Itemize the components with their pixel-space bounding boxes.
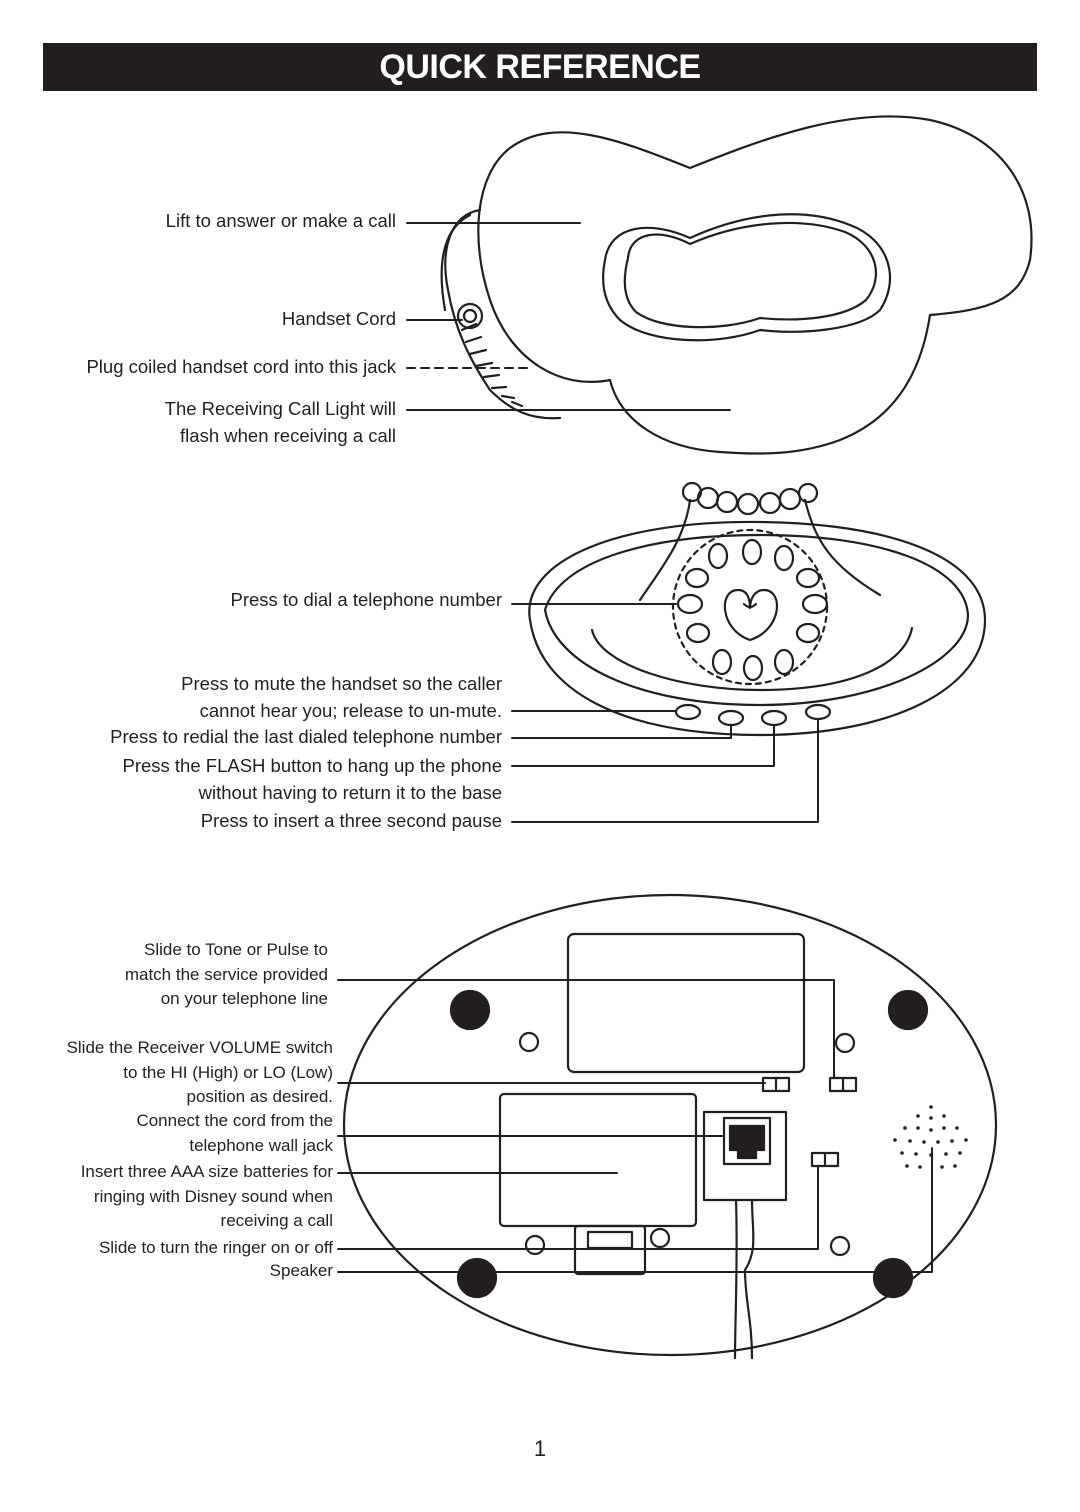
label-line: Slide the Receiver VOLUME switch bbox=[66, 1038, 333, 1057]
label-line: Press to dial a telephone number bbox=[230, 589, 502, 610]
label-line: receiving a call bbox=[220, 1211, 333, 1230]
label-line: Insert three AAA size batteries for bbox=[80, 1162, 333, 1181]
pearl-necklace bbox=[681, 481, 819, 516]
phone-base-outline bbox=[528, 520, 987, 737]
function-buttons bbox=[674, 703, 832, 727]
label-line: The Receiving Call Light will bbox=[164, 398, 396, 419]
phone-front-drawing bbox=[440, 115, 1033, 737]
keypad-keys bbox=[676, 538, 829, 682]
label-line: Speaker bbox=[269, 1261, 333, 1280]
handset-inner-heart bbox=[602, 213, 892, 342]
label-line: Handset Cord bbox=[281, 308, 396, 329]
label-pause: Press to insert a three second pause bbox=[201, 808, 502, 835]
page-title: QUICK REFERENCE bbox=[379, 47, 701, 86]
label-mute: Press to mute the handset so the caller … bbox=[181, 671, 502, 724]
phone-base-rim bbox=[543, 533, 970, 707]
label-handset-cord: Handset Cord bbox=[282, 306, 396, 333]
quick-reference-header: QUICK REFERENCE bbox=[43, 43, 1037, 91]
label-line: Lift to answer or make a call bbox=[165, 210, 396, 231]
battery-compartment bbox=[498, 1092, 698, 1228]
base-callout-lines bbox=[337, 979, 933, 1273]
foot-bottom-right bbox=[872, 1257, 914, 1299]
label-line: without having to return it to the base bbox=[198, 781, 502, 803]
label-line: cannot hear you; release to un-mute. bbox=[199, 699, 502, 721]
top-compartment bbox=[566, 932, 806, 1074]
label-flash: Press the FLASH button to hang up the ph… bbox=[122, 753, 502, 806]
phone-neck-right bbox=[803, 498, 882, 597]
phone-neck-left bbox=[638, 498, 692, 602]
phone-bottom-drawing bbox=[342, 893, 998, 1360]
label-batteries: Insert three AAA size batteries for ring… bbox=[81, 1160, 333, 1234]
label-ringer: Slide to turn the ringer on or off bbox=[99, 1236, 333, 1261]
label-line: Press to redial the last dialed telephon… bbox=[110, 726, 502, 747]
handset-inner-rim bbox=[623, 221, 877, 329]
page-number: 1 bbox=[533, 1436, 547, 1461]
label-lift-handset: Lift to answer or make a call bbox=[166, 208, 396, 235]
label-line: Press to insert a three second pause bbox=[200, 810, 502, 831]
label-receiving-light: The Receiving Call Light will flash when… bbox=[165, 396, 396, 449]
label-wall-jack: Connect the cord from the telephone wall… bbox=[136, 1109, 333, 1158]
label-line: Plug coiled handset cord into this jack bbox=[86, 356, 396, 377]
label-line: to the HI (High) or LO (Low) bbox=[123, 1062, 333, 1082]
label-line: Slide to turn the ringer on or off bbox=[98, 1238, 333, 1257]
label-tone-pulse: Slide to Tone or Pulse to match the serv… bbox=[125, 938, 328, 1012]
foot-top-left bbox=[449, 989, 491, 1031]
phone-base-inner-curve bbox=[590, 626, 914, 692]
cord-jack bbox=[456, 302, 484, 330]
keypad-heart-button bbox=[723, 588, 779, 642]
label-line: Slide to Tone or Pulse to bbox=[144, 940, 328, 959]
label-line: telephone wall jack bbox=[189, 1135, 333, 1155]
foot-top-right bbox=[887, 989, 929, 1031]
label-line: flash when receiving a call bbox=[180, 424, 396, 446]
cord-coils bbox=[460, 322, 524, 408]
label-redial: Press to redial the last dialed telephon… bbox=[110, 724, 502, 751]
label-cord-jack: Plug coiled handset cord into this jack bbox=[86, 354, 396, 381]
label-line: ringing with Disney sound when bbox=[93, 1186, 333, 1206]
foot-bottom-left bbox=[456, 1257, 498, 1299]
base-bottom-outline bbox=[342, 893, 998, 1357]
label-line: position as desired. bbox=[186, 1087, 333, 1106]
wall-jack-housing bbox=[702, 1110, 788, 1202]
label-line: on your telephone line bbox=[160, 989, 328, 1008]
phone-callout-lines bbox=[406, 222, 819, 823]
label-line: Press the FLASH button to hang up the ph… bbox=[122, 755, 502, 776]
label-volume: Slide the Receiver VOLUME switch to the … bbox=[67, 1036, 333, 1110]
label-line: Connect the cord from the bbox=[136, 1111, 333, 1130]
label-dial: Press to dial a telephone number bbox=[230, 587, 502, 614]
label-speaker: Speaker bbox=[270, 1259, 333, 1284]
label-line: match the service provided bbox=[124, 964, 328, 984]
handset-outline bbox=[477, 115, 1033, 455]
wall-jack-port bbox=[728, 1124, 766, 1160]
label-line: Press to mute the handset so the caller bbox=[181, 673, 502, 694]
speaker-grille bbox=[893, 1105, 968, 1169]
cord-channel bbox=[733, 1198, 755, 1360]
